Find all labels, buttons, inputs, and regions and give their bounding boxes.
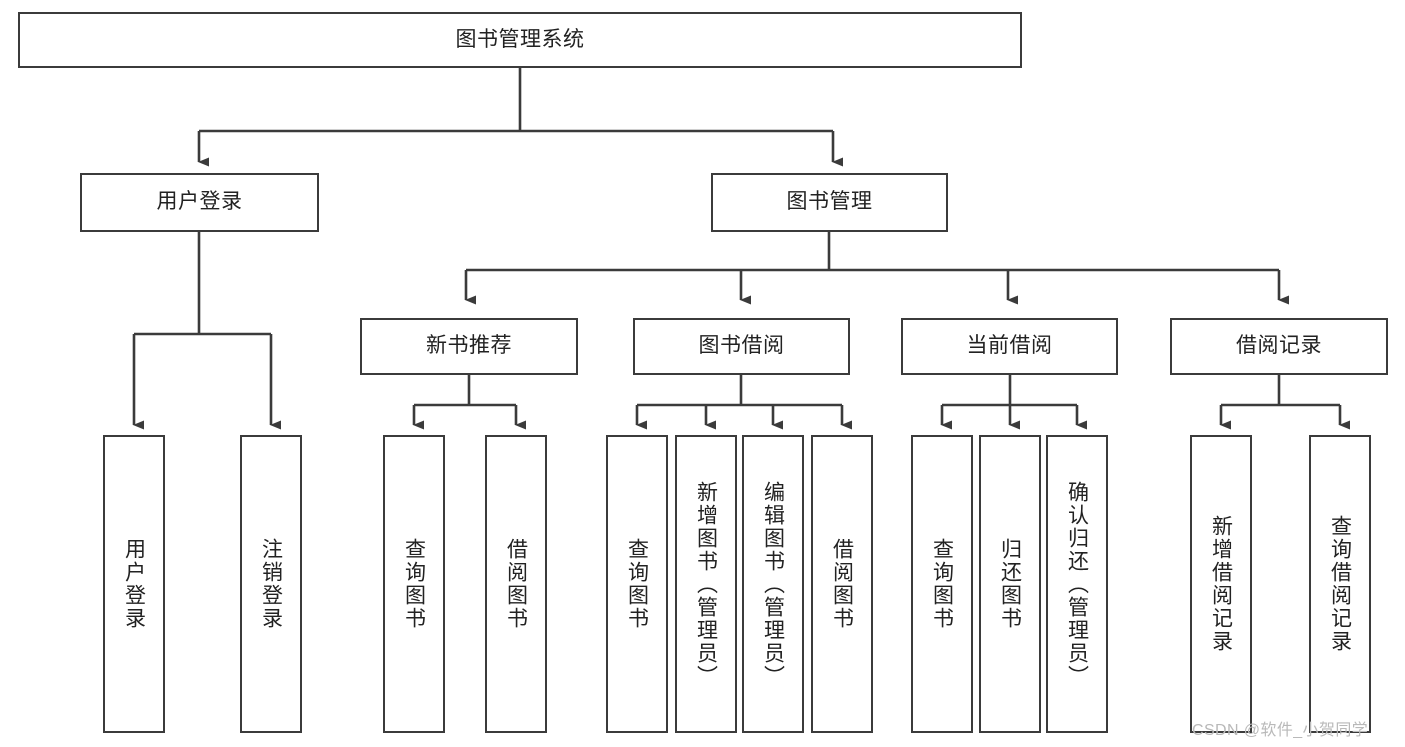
leaf-new-book-query[interactable]: 查询图书 [383, 435, 445, 733]
node-book-management-label: 图书管理 [786, 190, 873, 214]
node-user-login-label: 用户登录 [156, 190, 243, 214]
node-book-borrow[interactable]: 图书借阅 [633, 318, 850, 375]
leaf-label: 借阅图书 [830, 538, 854, 630]
node-book-borrow-label: 图书借阅 [698, 334, 785, 358]
leaf-label: 注销登录 [259, 538, 283, 630]
leaf-label: 借阅图书 [504, 538, 528, 630]
leaf-label: 查询借阅记录 [1328, 515, 1352, 653]
leaf-label: 查询图书 [402, 538, 426, 630]
leaf-label: 新增图书（管理员） [694, 480, 718, 688]
leaf-label: 归还图书 [998, 538, 1022, 630]
leaf-label: 查询图书 [625, 538, 649, 630]
node-root-label: 图书管理系统 [455, 27, 585, 51]
node-current-borrow-label: 当前借阅 [966, 334, 1053, 358]
leaf-label: 查询图书 [930, 538, 954, 630]
node-new-book-recommend-label: 新书推荐 [426, 334, 512, 358]
node-current-borrow[interactable]: 当前借阅 [901, 318, 1118, 375]
leaf-book-borrow-borrow[interactable]: 借阅图书 [811, 435, 873, 733]
node-book-management[interactable]: 图书管理 [711, 173, 948, 232]
leaf-current-borrow-query[interactable]: 查询图书 [911, 435, 973, 733]
node-borrow-record[interactable]: 借阅记录 [1170, 318, 1388, 375]
leaf-label: 编辑图书（管理员） [761, 480, 785, 688]
leaf-user-login-login[interactable]: 用户登录 [103, 435, 165, 733]
node-new-book-recommend[interactable]: 新书推荐 [360, 318, 578, 375]
leaf-borrow-record-query[interactable]: 查询借阅记录 [1309, 435, 1371, 733]
leaf-borrow-record-add[interactable]: 新增借阅记录 [1190, 435, 1252, 733]
leaf-user-login-logout[interactable]: 注销登录 [240, 435, 302, 733]
leaf-book-borrow-edit[interactable]: 编辑图书（管理员） [742, 435, 804, 733]
leaf-current-borrow-return[interactable]: 归还图书 [979, 435, 1041, 733]
node-root[interactable]: 图书管理系统 [18, 12, 1022, 68]
node-user-login[interactable]: 用户登录 [80, 173, 319, 232]
leaf-book-borrow-query[interactable]: 查询图书 [606, 435, 668, 733]
leaf-label: 新增借阅记录 [1209, 515, 1233, 653]
leaf-book-borrow-add[interactable]: 新增图书（管理员） [675, 435, 737, 733]
node-borrow-record-label: 借阅记录 [1236, 334, 1322, 358]
csdn-watermark: CSDN @软件_小贺同学 [1192, 722, 1369, 739]
leaf-current-borrow-confirm-return[interactable]: 确认归还（管理员） [1046, 435, 1108, 733]
leaf-label: 用户登录 [122, 538, 146, 630]
leaf-new-book-borrow[interactable]: 借阅图书 [485, 435, 547, 733]
leaf-label: 确认归还（管理员） [1065, 480, 1089, 688]
